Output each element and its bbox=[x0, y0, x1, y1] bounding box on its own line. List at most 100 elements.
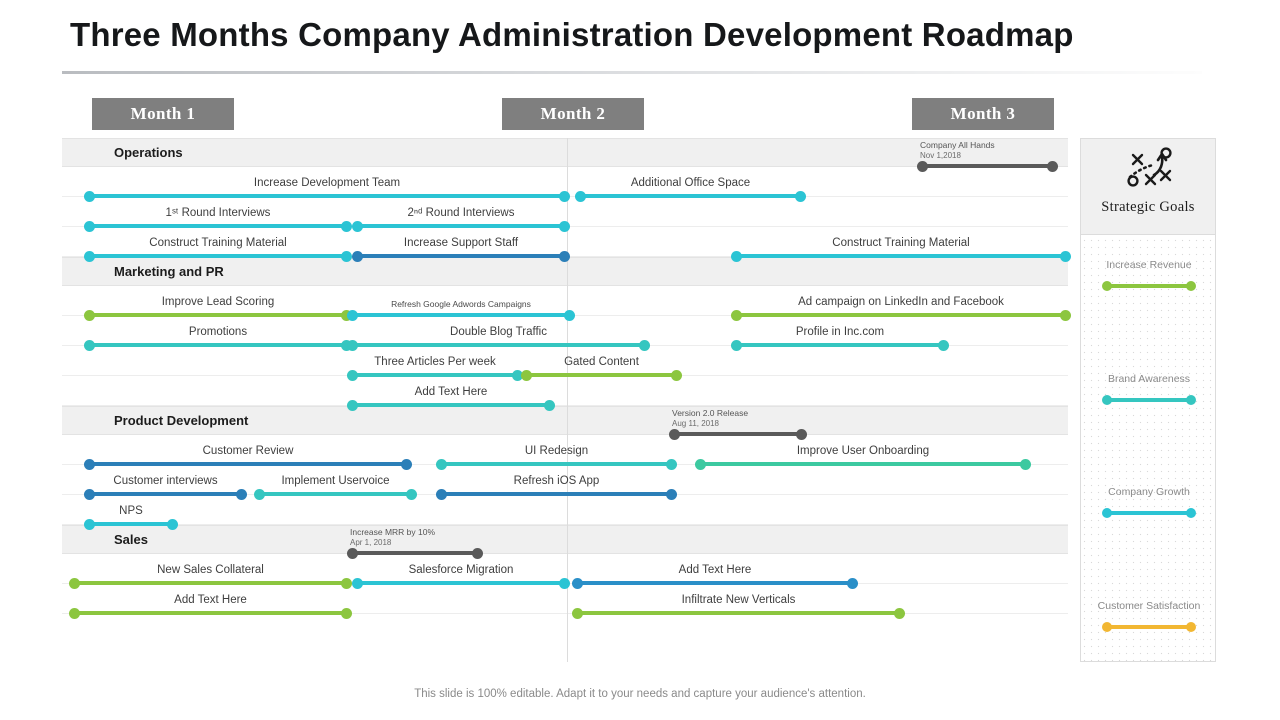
milestone-cap-start bbox=[347, 547, 358, 559]
strategic-goal-item[interactable]: Brand Awareness bbox=[1081, 373, 1217, 407]
timeline-bar[interactable] bbox=[347, 399, 555, 411]
timeline-bar[interactable] bbox=[731, 309, 1071, 321]
bar-label: Construct Training Material bbox=[149, 237, 287, 249]
timeline-bar[interactable] bbox=[84, 339, 352, 351]
timeline-bar[interactable] bbox=[69, 607, 352, 619]
timeline-bar[interactable] bbox=[695, 458, 1031, 470]
bar-label: Infiltrate New Verticals bbox=[681, 594, 796, 606]
bar-cap-end bbox=[167, 518, 178, 530]
bar-cap-start bbox=[436, 488, 447, 500]
bar-cap-start bbox=[436, 458, 447, 470]
timeline-bar[interactable] bbox=[254, 488, 417, 500]
timeline-bar[interactable] bbox=[84, 250, 352, 262]
timeline-bar[interactable] bbox=[84, 190, 570, 202]
bar-cap-end bbox=[559, 220, 570, 232]
bar-label: Customer interviews bbox=[113, 475, 218, 487]
bar-label: Add Text Here bbox=[678, 564, 752, 576]
bar-label: Three Articles Per week bbox=[374, 356, 496, 368]
milestone-cap-start bbox=[917, 160, 928, 172]
timeline-bar[interactable] bbox=[352, 577, 570, 589]
bar-cap-end bbox=[564, 309, 575, 321]
bar-cap-end bbox=[639, 339, 650, 351]
timeline-row: Improve Lead Scoring Refresh Google Adwor… bbox=[62, 286, 1071, 321]
timeline-bar[interactable] bbox=[84, 220, 352, 232]
bar-cap-end bbox=[847, 577, 858, 589]
bar-label: 2ⁿᵈ Round Interviews bbox=[407, 207, 515, 219]
month-divider bbox=[567, 138, 568, 662]
strategic-goal-bar bbox=[1102, 395, 1196, 405]
bar-cap-start bbox=[84, 458, 95, 470]
timeline-bar[interactable] bbox=[436, 458, 677, 470]
milestone-date: Nov 1,2018 bbox=[920, 151, 961, 161]
timeline-bar[interactable] bbox=[347, 369, 523, 381]
strategic-goal-item[interactable]: Increase Revenue bbox=[1081, 259, 1217, 293]
milestone-bar[interactable] bbox=[917, 160, 1058, 172]
bar-cap-end bbox=[666, 488, 677, 500]
timeline-bar[interactable] bbox=[347, 339, 650, 351]
milestone-bar[interactable] bbox=[669, 428, 807, 440]
bar-cap-start bbox=[254, 488, 265, 500]
timeline-row: Increase Development Team Additional Offi… bbox=[62, 167, 1068, 202]
bar-cap-start bbox=[84, 190, 95, 202]
bar-label: Customer Review bbox=[202, 445, 294, 457]
timeline-row: 1ˢᵗ Round Interviews 2ⁿᵈ Round Interviews bbox=[62, 197, 1068, 232]
timeline-bar[interactable] bbox=[84, 458, 412, 470]
page-title: Three Months Company Administration Deve… bbox=[70, 16, 1074, 53]
strategy-playbook-icon bbox=[1127, 147, 1172, 187]
bar-label: Improve User Onboarding bbox=[796, 445, 930, 457]
timeline-bar[interactable] bbox=[84, 488, 247, 500]
timeline-bar[interactable] bbox=[84, 518, 178, 530]
goal-cap-end bbox=[1186, 395, 1196, 405]
goal-cap-start bbox=[1102, 622, 1112, 632]
bar-cap-end bbox=[559, 577, 570, 589]
timeline-bar[interactable] bbox=[84, 309, 352, 321]
timeline-bar[interactable] bbox=[347, 309, 575, 321]
bar-label: Add Text Here bbox=[414, 386, 488, 398]
bar-cap-start bbox=[731, 339, 742, 351]
strategic-goal-item[interactable]: Customer Satisfaction bbox=[1081, 600, 1217, 634]
timeline-bar[interactable] bbox=[731, 339, 949, 351]
bar-cap-start bbox=[572, 607, 583, 619]
milestone-label: Increase MRR by 10%Apr 1, 2018 bbox=[350, 527, 435, 548]
bar-label: Additional Office Space bbox=[630, 177, 751, 189]
strategic-goals-header: Strategic Goals bbox=[1081, 139, 1215, 235]
goal-cap-end bbox=[1186, 281, 1196, 291]
bar-cap-end bbox=[401, 458, 412, 470]
timeline-bar[interactable] bbox=[731, 250, 1071, 262]
bar-label: Improve Lead Scoring bbox=[161, 296, 275, 308]
strategic-goal-item[interactable]: Company Growth bbox=[1081, 486, 1217, 520]
bar-cap-end bbox=[671, 369, 682, 381]
timeline-bar[interactable] bbox=[352, 250, 570, 262]
month-header-1: Month 1 bbox=[92, 98, 234, 130]
milestone-bar[interactable] bbox=[347, 547, 483, 559]
bar-label: 1ˢᵗ Round Interviews bbox=[165, 207, 271, 219]
timeline-bar[interactable] bbox=[436, 488, 677, 500]
timeline-bar[interactable] bbox=[572, 607, 905, 619]
goal-cap-start bbox=[1102, 508, 1112, 518]
bar-label: Refresh Google Adwords Campaigns bbox=[391, 299, 531, 310]
bar-label: Promotions bbox=[188, 326, 248, 338]
bar-cap-start bbox=[84, 488, 95, 500]
strategic-goal-label: Increase Revenue bbox=[1106, 259, 1192, 271]
timeline-bar[interactable] bbox=[521, 369, 682, 381]
bar-cap-end bbox=[666, 458, 677, 470]
bar-label: Double Blog Traffic bbox=[450, 326, 547, 338]
strategic-goal-bar bbox=[1102, 281, 1196, 291]
bar-label: Increase Development Team bbox=[253, 177, 401, 189]
timeline-bar[interactable] bbox=[575, 190, 806, 202]
milestone-cap-end bbox=[472, 547, 483, 559]
bar-cap-start bbox=[731, 309, 742, 321]
timeline-bar[interactable] bbox=[352, 220, 570, 232]
bar-label: NPS bbox=[119, 505, 143, 517]
timeline-bar[interactable] bbox=[572, 577, 858, 589]
bar-label: Salesforce Migration bbox=[408, 564, 514, 576]
bar-cap-end bbox=[938, 339, 949, 351]
timeline-bar[interactable] bbox=[69, 577, 352, 589]
title-divider bbox=[62, 71, 1202, 74]
